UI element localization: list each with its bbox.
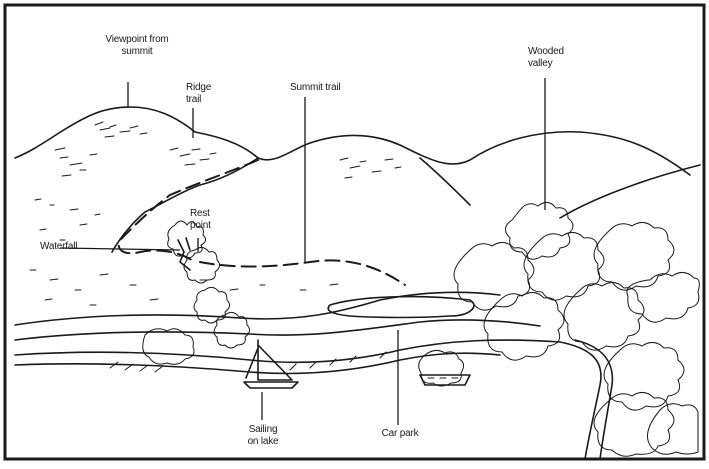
- label-ridge-trail: Ridge trail: [186, 82, 226, 106]
- wooded-valley-forest: [419, 202, 700, 456]
- label-summit-trail: Summit trail: [290, 82, 360, 94]
- label-rest-point: Rest point: [190, 208, 230, 232]
- label-car-park: Car park: [375, 428, 425, 440]
- label-waterfall: Waterfall: [40, 241, 100, 253]
- trails: [119, 160, 405, 285]
- sailboat: [244, 340, 298, 388]
- lake-and-road: [15, 292, 612, 459]
- label-wooded-valley: Wooded valley: [528, 46, 578, 70]
- rest-point-trees: [143, 221, 250, 364]
- summit-trail-path: [200, 260, 405, 285]
- label-viewpoint: Viewpoint from summit: [92, 34, 182, 58]
- hills: [15, 107, 700, 252]
- label-sailing: Sailing on lake: [238, 424, 288, 448]
